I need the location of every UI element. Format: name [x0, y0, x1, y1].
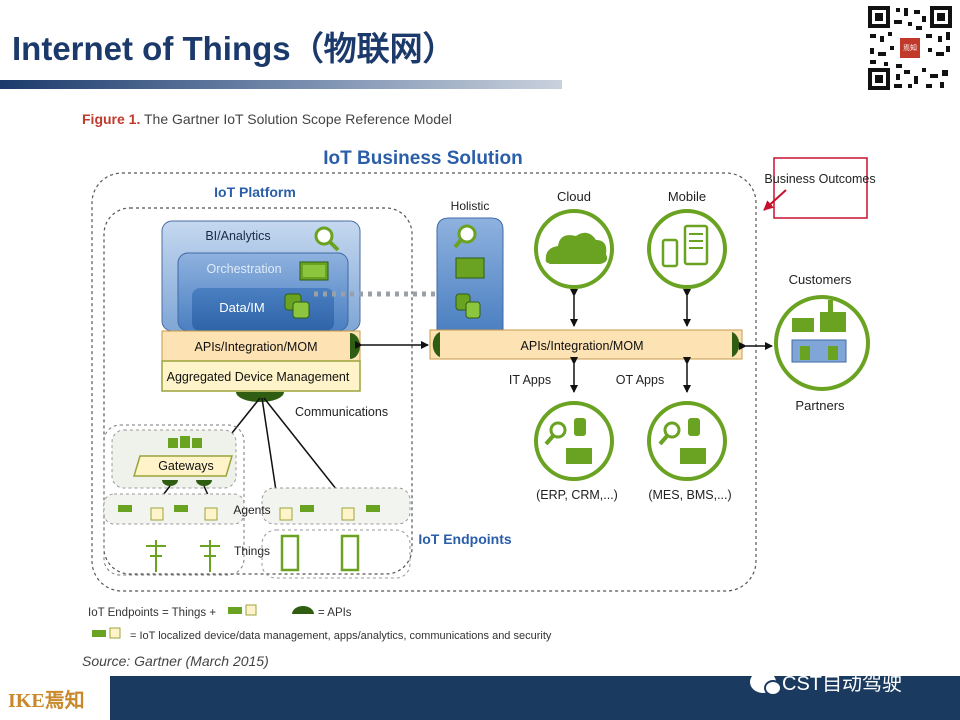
qr-code: 焉知 [866, 4, 954, 92]
legend-localized: = IoT localized device/data management, … [130, 630, 552, 642]
figure-caption-prefix: Figure 1. [82, 111, 140, 127]
apis-right-bar [429, 329, 743, 360]
magnifier-icon [314, 226, 340, 252]
gateways-label: Gateways [158, 459, 214, 473]
slide-title: Internet of Things（物联网） [12, 30, 456, 67]
legend-apis: = APIs [318, 607, 352, 619]
gateways-device-icon [168, 436, 202, 448]
mes-bms-label: (MES, BMS,...) [648, 488, 731, 502]
business-outcomes-text: Business Outcomes [764, 172, 875, 186]
iot-platform-label: IoT Platform [214, 184, 296, 200]
things-region [261, 529, 411, 579]
factory-icon [792, 300, 846, 332]
legend-endpoints-icon [228, 604, 257, 616]
footer-account: CST自动驾驶 [750, 667, 902, 696]
gateways-box [132, 455, 234, 477]
title-underline [0, 80, 562, 89]
it-apps-icon [544, 418, 592, 464]
building-icon [791, 339, 847, 363]
figure-caption-text: The Gartner IoT Solution Scope Reference… [140, 111, 452, 127]
agents-row-right [261, 487, 411, 525]
footer-logo: IKE焉知 [8, 690, 85, 712]
footer-bar [110, 676, 960, 720]
it-apps-circle [534, 401, 614, 481]
gateway-api-node-2 [196, 480, 212, 486]
holistic-magnifier-icon [453, 224, 477, 249]
outcomes-arrow [763, 189, 787, 211]
gateway-api-node-1 [162, 480, 178, 486]
holistic-label: Holistic [451, 199, 490, 213]
footer-account-name: CST自动驾驶 [782, 673, 902, 695]
business-outcomes-label: Business Outcomes [764, 172, 875, 186]
it-apps-label: IT Apps [509, 373, 551, 387]
business-solution-boundary [91, 172, 757, 592]
thing-device-icons [280, 534, 360, 572]
partners-label: Partners [795, 398, 845, 413]
legend-endpoints: IoT Endpoints = Things + [88, 607, 216, 619]
ot-apps-label: OT Apps [616, 373, 664, 387]
wechat-icon [750, 670, 782, 696]
holistic-screen-icon [455, 257, 485, 279]
cloud-label: Cloud [557, 189, 591, 204]
figure-caption: Figure 1. The Gartner IoT Solution Scope… [82, 111, 452, 127]
apis-left-bar [161, 330, 361, 362]
agents-label: Agents [233, 503, 270, 517]
business-outcomes-box [773, 157, 868, 219]
database-icon [284, 293, 310, 319]
apis-right-label: APIs/Integration/MOM [521, 339, 644, 353]
aggregated-api-node [236, 392, 284, 402]
bi-analytics-label: BI/Analytics [205, 229, 270, 243]
mobile-device-icon [661, 224, 709, 268]
business-solution-label: IoT Business Solution [323, 148, 523, 169]
agent-icons [118, 505, 380, 521]
iot-platform-boundary [103, 207, 413, 575]
orchestration-screen-icon [299, 261, 329, 281]
communications-label: Communications [295, 405, 388, 419]
customers-label: Customers [789, 272, 852, 287]
apis-right-node-right [732, 332, 740, 357]
orchestration-label: Orchestration [206, 262, 281, 276]
apis-left-label: APIs/Integration/MOM [195, 340, 318, 354]
aggregated-device-box [161, 360, 361, 392]
cloud-icon [545, 232, 608, 264]
iot-endpoints-label: IoT Endpoints [418, 531, 512, 547]
legend-api-icon [292, 606, 314, 614]
source-note: Source: Gartner (March 2015) [82, 653, 269, 669]
ot-apps-icon [658, 418, 706, 464]
data-im-label: Data/IM [219, 300, 265, 315]
apis-right-node-left [432, 332, 440, 357]
erp-crm-label: (ERP, CRM,...) [536, 488, 618, 502]
antenna-icons [146, 540, 220, 572]
holistic-database-icon [455, 293, 481, 319]
aggregated-device-label: Aggregated Device Management [167, 370, 350, 384]
qr-center-logo: 焉知 [900, 38, 920, 58]
qr-pattern [866, 4, 954, 92]
mobile-label: Mobile [668, 189, 706, 204]
legend-localized-icon [92, 627, 121, 639]
things-label: Things [234, 544, 270, 558]
gateways-region [103, 424, 245, 576]
